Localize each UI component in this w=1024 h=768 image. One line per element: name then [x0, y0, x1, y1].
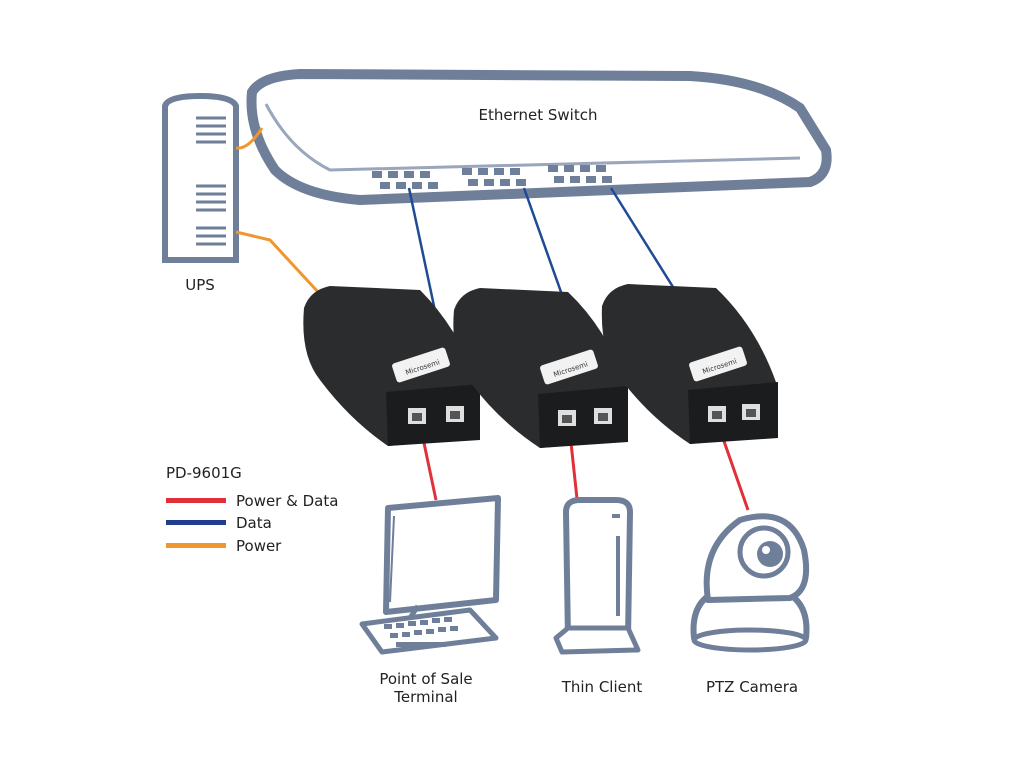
injector-2: Microsemi	[453, 288, 628, 448]
pos-label-line2: Terminal	[393, 688, 457, 706]
ptz-camera-label: PTZ Camera	[706, 678, 798, 696]
thin-client-label: Thin Client	[561, 678, 643, 696]
point-of-sale-terminal: Point of Sale Terminal	[359, 495, 501, 706]
injector-3: Microsemi	[601, 284, 778, 444]
legend-label-data: Data	[236, 514, 272, 532]
legend-label-power: Power	[236, 537, 282, 555]
ethernet-switch: Ethernet Switch	[246, 69, 832, 205]
thin-client: Thin Client	[553, 497, 643, 696]
legend-swatch-power	[166, 543, 226, 548]
legend-swatch-data	[166, 520, 226, 525]
legend-label-power-data: Power & Data	[236, 492, 338, 510]
ups-label: UPS	[185, 276, 215, 294]
switch-ports	[372, 165, 612, 189]
model-label: PD-9601G	[166, 464, 242, 482]
power-cables	[235, 127, 320, 294]
ups-unit: UPS	[162, 92, 239, 294]
ptz-camera: PTZ Camera	[690, 513, 810, 696]
switch-label: Ethernet Switch	[479, 106, 598, 124]
legend-swatch-power-data	[166, 498, 226, 503]
legend: PD-9601G Power & Data Data Power	[166, 464, 338, 555]
injector-1: Microsemi	[303, 286, 480, 446]
pos-label-line1: Point of Sale	[379, 670, 472, 688]
